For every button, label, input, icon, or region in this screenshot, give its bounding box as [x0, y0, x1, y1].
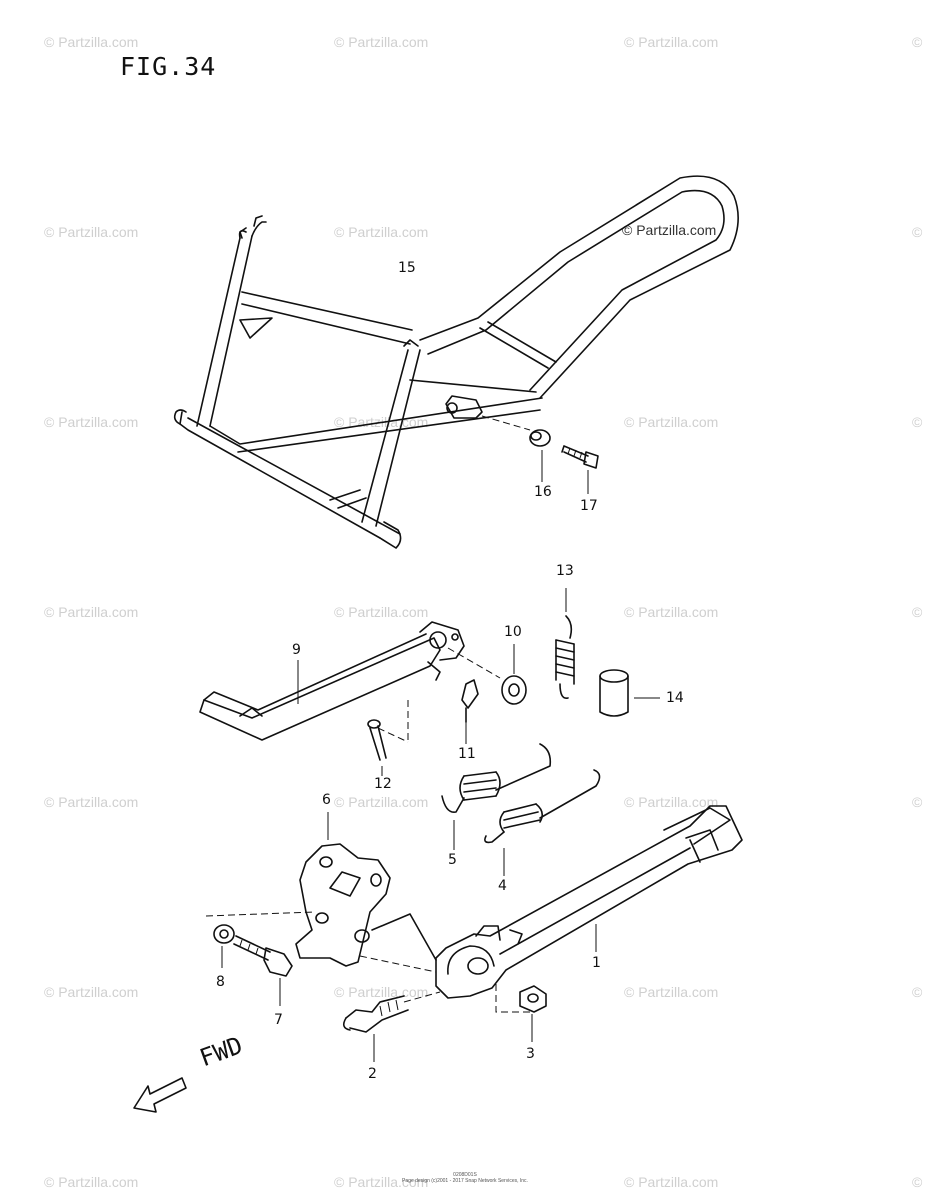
callout-12: 12	[374, 776, 392, 792]
part-16-bushing[interactable]	[481, 415, 551, 482]
part-17-bolt[interactable]	[561, 445, 599, 494]
part-10-washer[interactable]	[501, 644, 527, 705]
watermark: © Partzilla.com	[334, 224, 429, 240]
watermark-edge: ©	[912, 604, 923, 620]
watermark: © Partzilla.com	[44, 414, 139, 430]
callout-15: 15	[398, 260, 416, 276]
watermark: © Partzilla.com	[624, 414, 719, 430]
part-11-cotter-pin[interactable]	[461, 679, 479, 744]
watermark: © Partzilla.com	[44, 224, 139, 240]
callout-8: 8	[216, 974, 225, 990]
watermark-edge: ©	[912, 984, 923, 1000]
callout-16: 16	[534, 484, 552, 500]
watermark-edge: ©	[912, 224, 923, 240]
part-9-pedal[interactable]	[199, 621, 501, 743]
watermark: © Partzilla.com	[622, 222, 717, 238]
callout-14: 14	[666, 690, 684, 706]
watermark-edge: ©	[912, 34, 923, 50]
part-2-pivot-bolt[interactable]	[342, 991, 441, 1062]
part-1-side-stand[interactable]	[435, 805, 743, 1013]
part-5-spring[interactable]	[441, 743, 552, 850]
watermark: © Partzilla.com	[44, 1174, 139, 1190]
watermark: © Partzilla.com	[44, 794, 139, 810]
watermark: © Partzilla.com	[624, 794, 719, 810]
fwd-arrow-icon	[133, 1077, 187, 1113]
callout-10: 10	[504, 624, 522, 640]
part-6-bracket[interactable]	[205, 812, 437, 973]
watermark: © Partzilla.com	[624, 604, 719, 620]
callout-13: 13	[556, 563, 574, 579]
watermark: © Partzilla.com	[44, 604, 139, 620]
watermark: © Partzilla.com	[44, 984, 139, 1000]
page-footer: 0208D01S Page design (c)2001 - 2017 Snap…	[400, 1172, 530, 1184]
callout-6: 6	[322, 792, 331, 808]
watermark: © Partzilla.com	[334, 1174, 429, 1190]
watermark: © Partzilla.com	[334, 34, 429, 50]
part-15-stand-frame[interactable]	[173, 175, 739, 549]
callout-9: 9	[292, 642, 301, 658]
callout-17: 17	[580, 498, 598, 514]
callout-5: 5	[448, 852, 457, 868]
watermark-edge: ©	[912, 1174, 923, 1190]
footer-credit: Page design (c)2001 - 2017 Snap Network …	[402, 1178, 528, 1184]
watermark-edge: ©	[912, 414, 923, 430]
callout-7: 7	[274, 1012, 283, 1028]
watermark: © Partzilla.com	[44, 34, 139, 50]
part-8-washer[interactable]	[213, 924, 235, 968]
callout-2: 2	[368, 1066, 377, 1082]
watermark: © Partzilla.com	[624, 34, 719, 50]
callout-3: 3	[526, 1046, 535, 1062]
part-3-nut[interactable]	[519, 985, 547, 1042]
watermark-edge: ©	[912, 794, 923, 810]
callout-11: 11	[458, 746, 476, 762]
part-14-collar[interactable]	[599, 669, 660, 717]
figure-title: FIG.34	[120, 52, 217, 81]
watermark: © Partzilla.com	[624, 984, 719, 1000]
part-12-bolt[interactable]	[367, 719, 387, 776]
part-7-bolt[interactable]	[233, 935, 293, 1006]
watermark: © Partzilla.com	[334, 794, 429, 810]
callout-1: 1	[592, 955, 601, 971]
footer-code: 0208D01S	[453, 1172, 477, 1178]
part-4-spring[interactable]	[484, 769, 601, 876]
part-13-spring[interactable]	[555, 588, 575, 700]
callout-4: 4	[498, 878, 507, 894]
watermark: © Partzilla.com	[334, 604, 429, 620]
watermark: © Partzilla.com	[624, 1174, 719, 1190]
